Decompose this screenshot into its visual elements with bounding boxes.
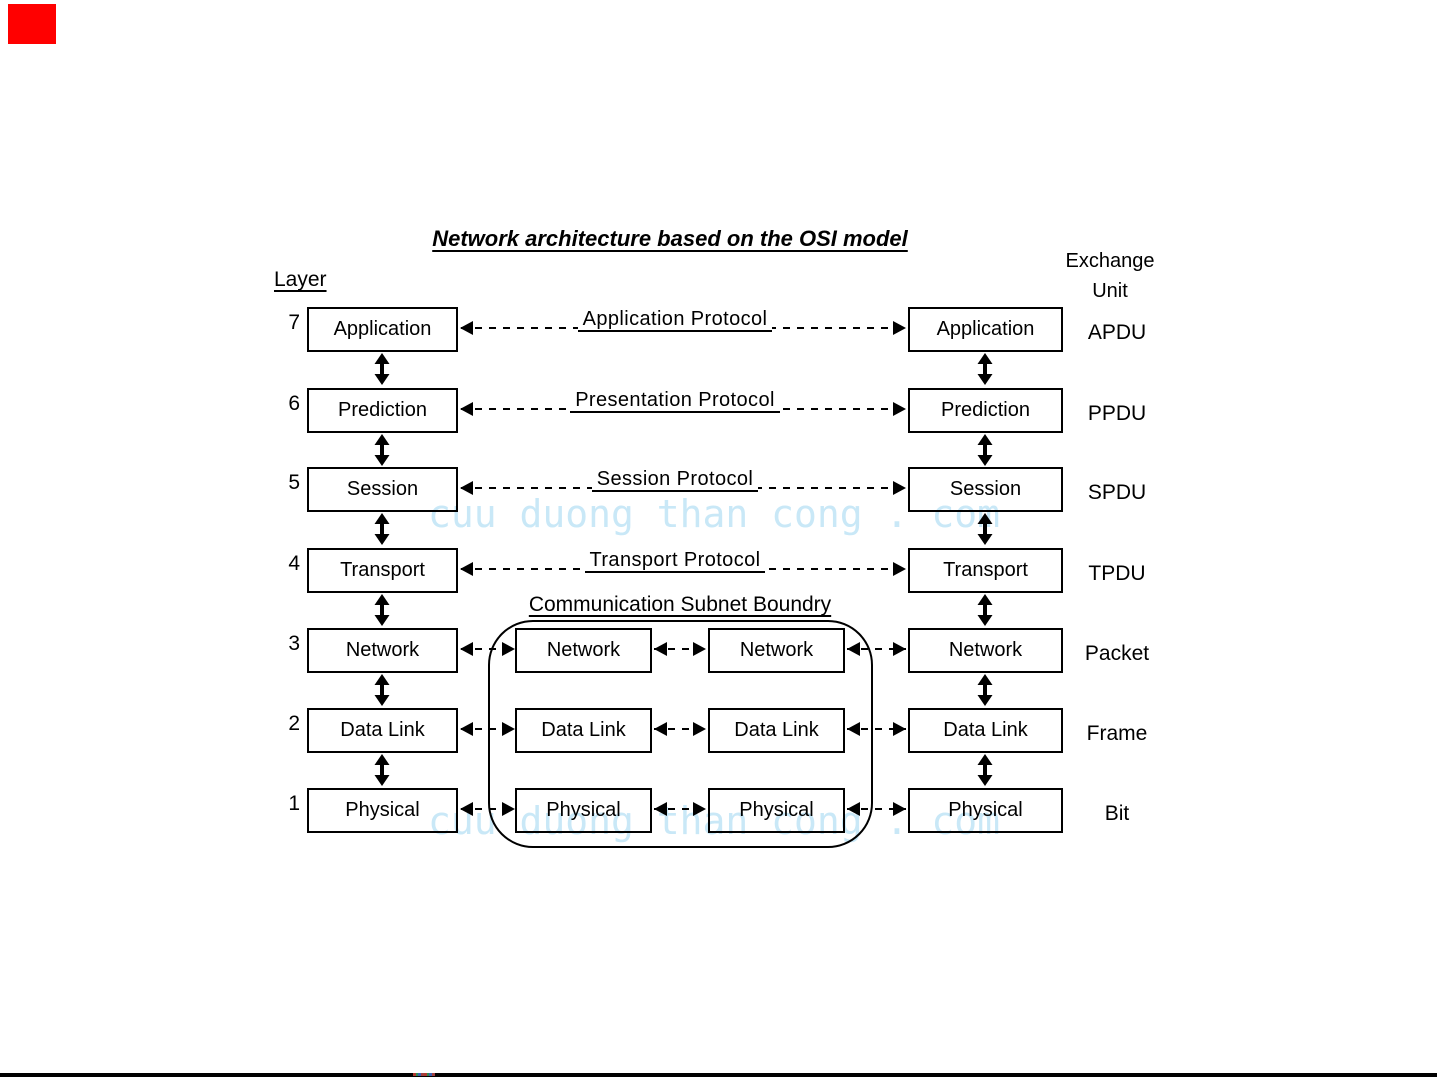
- exchange-unit-heading-line1: Exchange: [1065, 250, 1155, 272]
- right-arrowhead-icon: [693, 722, 706, 736]
- network-dashed-segment: [461, 648, 515, 650]
- double-arrow-icon: [374, 353, 390, 385]
- network-dashed-segment: [654, 648, 706, 650]
- subnet-right-box-data-link: Data Link: [708, 708, 845, 753]
- subnet-left-box-data-link: Data Link: [515, 708, 652, 753]
- right-box-transport: Transport: [908, 548, 1063, 593]
- session-protocol-label: Session Protocol: [470, 468, 880, 492]
- right-box-physical: Physical: [908, 788, 1063, 833]
- communication-subnet-boundary-box: [488, 620, 873, 848]
- subnet-left-box-network: Network: [515, 628, 652, 673]
- left-arrowhead-icon: [847, 722, 860, 736]
- left-arrowhead-icon: [654, 802, 667, 816]
- exchange-unit-heading: Exchange Unit: [1040, 246, 1180, 306]
- left-arrowhead-icon: [460, 642, 473, 656]
- right-arrowhead-icon: [693, 802, 706, 816]
- double-arrow-icon: [977, 594, 993, 626]
- layer-number-4: 4: [288, 552, 300, 575]
- right-box-network: Network: [908, 628, 1063, 673]
- exchange-unit-spdu: SPDU: [1087, 481, 1147, 504]
- bottom-black-bar: [0, 1073, 1437, 1077]
- right-arrowhead-icon: [893, 562, 906, 576]
- application-protocol-label: Application Protocol: [470, 308, 880, 332]
- presentation-protocol-label: Presentation Protocol: [470, 389, 880, 413]
- left-arrowhead-icon: [847, 642, 860, 656]
- right-arrowhead-icon: [893, 802, 906, 816]
- layer-number-3: 3: [288, 632, 300, 655]
- left-box-application: Application: [307, 307, 458, 352]
- left-arrowhead-icon: [460, 722, 473, 736]
- subnet-left-box-physical: Physical: [515, 788, 652, 833]
- exchange-unit-ppdu: PPDU: [1087, 402, 1147, 425]
- communication-subnet-boundary-label: Communication Subnet Boundry: [528, 593, 832, 616]
- double-arrow-icon: [374, 754, 390, 786]
- network-dashed-segment: [847, 648, 906, 650]
- double-arrow-icon: [374, 513, 390, 545]
- left-arrowhead-icon: [460, 802, 473, 816]
- right-box-data-link: Data Link: [908, 708, 1063, 753]
- double-arrow-icon: [977, 674, 993, 706]
- left-arrowhead-icon: [654, 722, 667, 736]
- left-box-physical: Physical: [307, 788, 458, 833]
- left-box-network: Network: [307, 628, 458, 673]
- right-arrowhead-icon: [693, 642, 706, 656]
- exchange-unit-apdu: APDU: [1087, 321, 1147, 344]
- right-box-prediction: Prediction: [908, 388, 1063, 433]
- exchange-unit-tpdu: TPDU: [1088, 562, 1146, 585]
- right-box-session: Session: [908, 467, 1063, 512]
- layer-number-1: 1: [288, 792, 300, 815]
- left-arrowhead-icon: [847, 802, 860, 816]
- right-arrowhead-icon: [893, 642, 906, 656]
- left-arrowhead-icon: [460, 481, 473, 495]
- left-arrowhead-icon: [654, 642, 667, 656]
- left-box-data-link: Data Link: [307, 708, 458, 753]
- left-box-session: Session: [307, 467, 458, 512]
- left-box-transport: Transport: [307, 548, 458, 593]
- left-arrowhead-icon: [460, 402, 473, 416]
- right-box-application: Application: [908, 307, 1063, 352]
- double-arrow-icon: [374, 434, 390, 466]
- transport-protocol-label: Transport Protocol: [470, 549, 880, 573]
- double-arrow-icon: [977, 513, 993, 545]
- right-arrowhead-icon: [893, 321, 906, 335]
- right-arrowhead-icon: [893, 481, 906, 495]
- watermark-text-lower: cuu duong than cong . com: [428, 799, 1000, 843]
- diagram-title: Network architecture based on the OSI mo…: [432, 226, 908, 251]
- layer-number-5: 5: [288, 471, 300, 494]
- subnet-right-box-network: Network: [708, 628, 845, 673]
- physical-dashed-segment: [654, 808, 706, 810]
- exchange-unit-packet: Packet: [1084, 642, 1150, 665]
- right-arrowhead-icon: [893, 722, 906, 736]
- physical-dashed-segment: [461, 808, 515, 810]
- data-link-dashed-segment: [654, 728, 706, 730]
- exchange-unit-frame: Frame: [1086, 722, 1148, 745]
- double-arrow-icon: [374, 674, 390, 706]
- left-box-prediction: Prediction: [307, 388, 458, 433]
- layer-number-7: 7: [288, 311, 300, 334]
- data-link-dashed-segment: [847, 728, 906, 730]
- double-arrow-icon: [977, 434, 993, 466]
- exchange-unit-bit: Bit: [1104, 802, 1130, 825]
- double-arrow-icon: [977, 353, 993, 385]
- layer-number-2: 2: [288, 712, 300, 735]
- physical-dashed-segment: [847, 808, 906, 810]
- right-arrowhead-icon: [502, 802, 515, 816]
- layer-column-heading: Layer: [274, 268, 327, 291]
- bottom-bar-pixel-marks: [413, 1073, 435, 1076]
- right-arrowhead-icon: [502, 642, 515, 656]
- exchange-unit-heading-line2: Unit: [1092, 280, 1128, 302]
- right-arrowhead-icon: [502, 722, 515, 736]
- subnet-right-box-physical: Physical: [708, 788, 845, 833]
- watermark-text-upper: cuu duong than cong . com: [428, 492, 1000, 536]
- layer-number-6: 6: [288, 392, 300, 415]
- double-arrow-icon: [374, 594, 390, 626]
- double-arrow-icon: [977, 754, 993, 786]
- data-link-dashed-segment: [461, 728, 515, 730]
- right-arrowhead-icon: [893, 402, 906, 416]
- left-arrowhead-icon: [460, 562, 473, 576]
- left-arrowhead-icon: [460, 321, 473, 335]
- red-corner-marker: [8, 4, 56, 44]
